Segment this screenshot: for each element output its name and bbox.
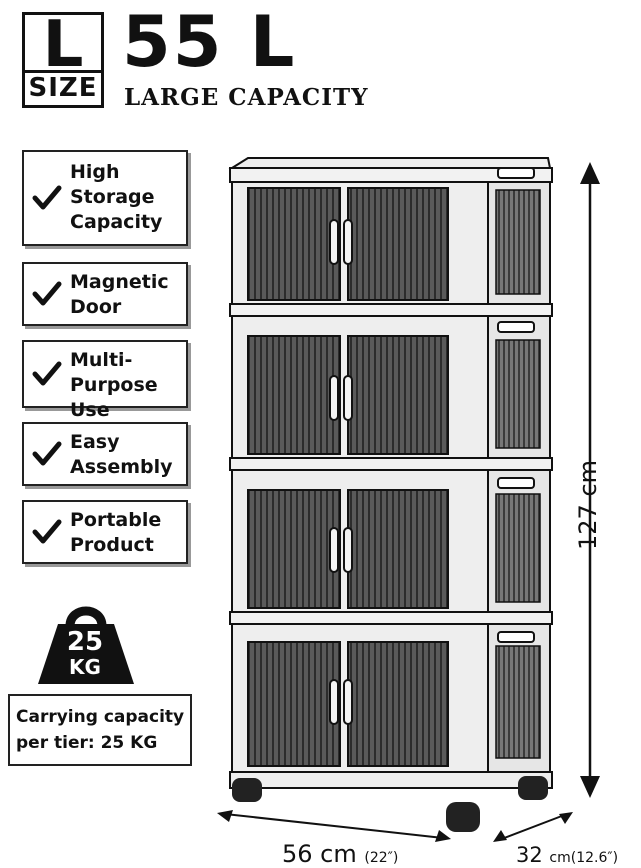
width-dimension: 56 cm (22″) xyxy=(282,840,398,868)
feature-label: Multi-Purpose Use xyxy=(70,349,158,421)
height-label: 127 cm xyxy=(574,459,602,550)
tier-2 xyxy=(231,315,551,459)
weight-icon xyxy=(38,606,134,684)
depth-dimension: 32 cm(12.6″) xyxy=(516,843,618,867)
check-icon xyxy=(32,519,62,544)
weight-description-box: Carrying capacity per tier: 25 KG xyxy=(8,694,192,766)
check-icon xyxy=(32,361,62,386)
tier-3 xyxy=(231,469,551,613)
capacity-subtitle: LARGE CAPACITY xyxy=(124,84,369,111)
depth-unit: cm xyxy=(549,850,571,866)
capacity-value: 55 L xyxy=(122,1,297,83)
feature-easy-assembly: Easy Assembly xyxy=(22,422,188,486)
depth-inches: (12.6″) xyxy=(570,850,619,866)
feature-label: Easy Assembly xyxy=(70,431,173,478)
feature-label: Portable Product xyxy=(70,509,162,556)
width-label: 56 cm xyxy=(282,840,357,868)
weight-unit: KG xyxy=(69,655,101,679)
tier-4 xyxy=(231,623,551,773)
feature-multi-purpose: Multi-Purpose Use xyxy=(22,340,188,421)
height-dimension: 127 cm xyxy=(568,440,628,560)
size-letter: L xyxy=(42,8,84,82)
check-icon xyxy=(32,441,62,466)
feature-label: Magnetic Door xyxy=(70,271,169,318)
check-icon xyxy=(32,281,62,306)
size-badge: L SIZE xyxy=(22,8,104,108)
size-word: SIZE xyxy=(25,70,101,105)
check-icon xyxy=(32,185,62,210)
width-depth-arrows xyxy=(217,810,573,842)
feature-magnetic-door: Magnetic Door xyxy=(22,262,188,326)
width-inches: (22″) xyxy=(364,850,399,866)
feature-portable: Portable Product xyxy=(22,500,188,564)
caster-wheels xyxy=(232,776,548,832)
height-arrow xyxy=(580,162,600,798)
cabinet-illustration xyxy=(228,157,553,832)
feature-high-storage: High Storage Capacity xyxy=(22,150,188,246)
depth-label: 32 xyxy=(516,843,543,867)
tier-1 xyxy=(231,167,551,305)
weight-description: Carrying capacity per tier: 25 KG xyxy=(16,707,185,753)
feature-label: High Storage Capacity xyxy=(70,161,163,233)
weight-number: 25 xyxy=(66,627,104,657)
